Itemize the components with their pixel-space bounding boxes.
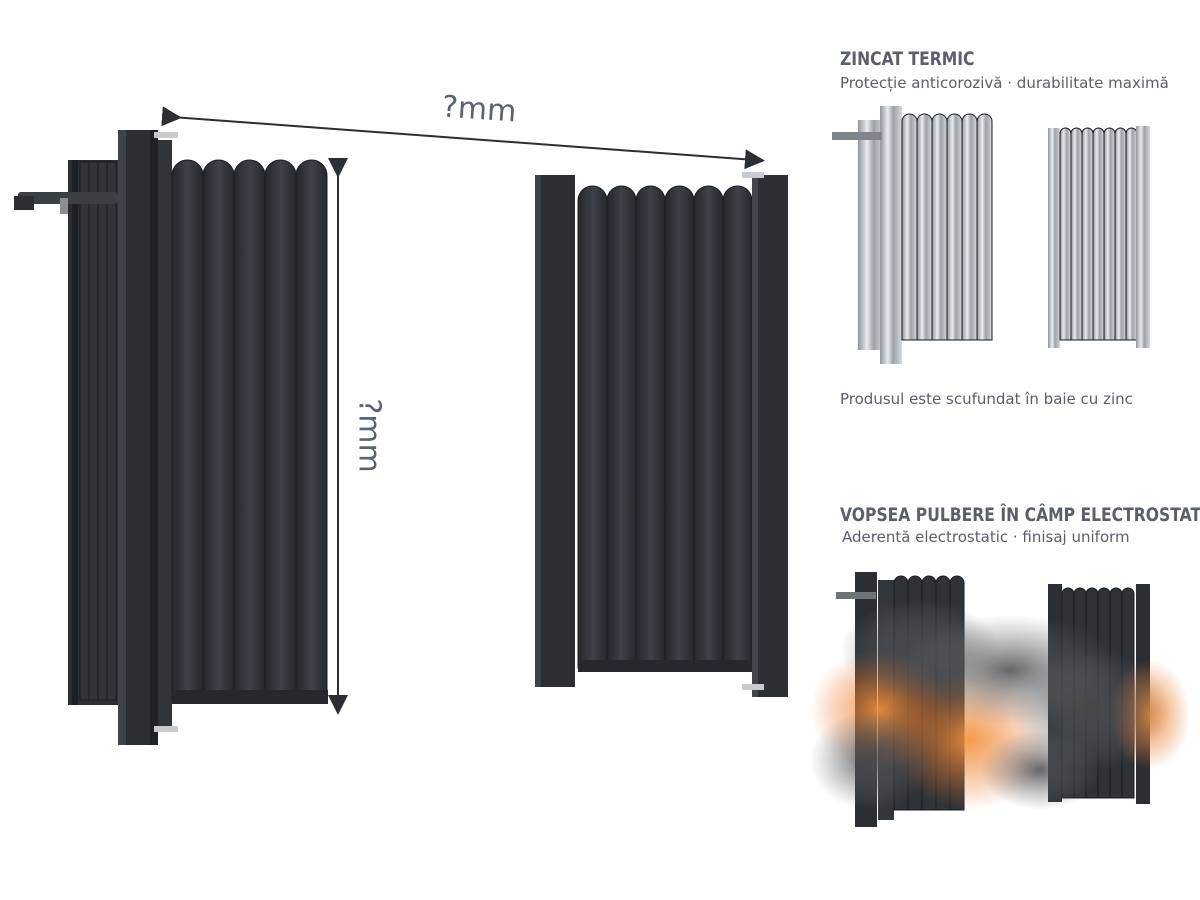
- powder-subtitle: Aderentă electrostatic · finisaj uniform: [842, 528, 1130, 546]
- gate-plank: [295, 159, 328, 701]
- gate-plank: [1059, 127, 1072, 341]
- gate-plank: [901, 113, 918, 341]
- gate-plank: [664, 185, 695, 669]
- gate-plank: [97, 161, 108, 701]
- gate-plank: [961, 113, 978, 341]
- gate-plank: [88, 161, 99, 701]
- gate-plank: [79, 161, 90, 701]
- galvanized-title: ZINCAT TERMIC: [840, 48, 975, 70]
- right-gate-leaf: [535, 172, 788, 697]
- gate-plank: [916, 113, 933, 341]
- gate-plank: [202, 159, 235, 701]
- left-gate-leaf: [14, 130, 328, 745]
- powder-title: VOPSEA PULBERE ÎN CÂMP ELECTROSTATIC: [840, 504, 1200, 526]
- gate-plank: [171, 159, 204, 701]
- gate-plank: [577, 185, 608, 669]
- gate-plank: [1070, 127, 1083, 341]
- width-dimension-label: ?mm: [440, 89, 518, 130]
- gate-plank: [1081, 127, 1094, 341]
- gate-plank: [693, 185, 724, 669]
- gate-plank: [1092, 127, 1105, 341]
- gate-plank: [264, 159, 297, 701]
- gate-plank: [1103, 127, 1116, 341]
- galvanized-subtitle: Protecție anticorozivă · durabilitate ma…: [840, 74, 1169, 92]
- width-dimension-arrow: [161, 106, 765, 170]
- gate-plank: [233, 159, 266, 701]
- gate-plank: [931, 113, 948, 341]
- gate-plank: [106, 161, 117, 701]
- gate-plank: [1114, 127, 1127, 341]
- gate-plank: [606, 185, 637, 669]
- galvanized-gate-image: [832, 106, 1150, 364]
- height-dimension-label: ?mm: [351, 398, 387, 473]
- gate-plank: [722, 185, 753, 669]
- powder-coated-gate-image: [810, 572, 1190, 827]
- gate-plank: [946, 113, 963, 341]
- gate-plank: [635, 185, 666, 669]
- galvanized-note: Produsul este scufundat în baie cu zinc: [840, 390, 1133, 408]
- gate-plank: [1125, 127, 1138, 341]
- gate-plank: [976, 113, 993, 341]
